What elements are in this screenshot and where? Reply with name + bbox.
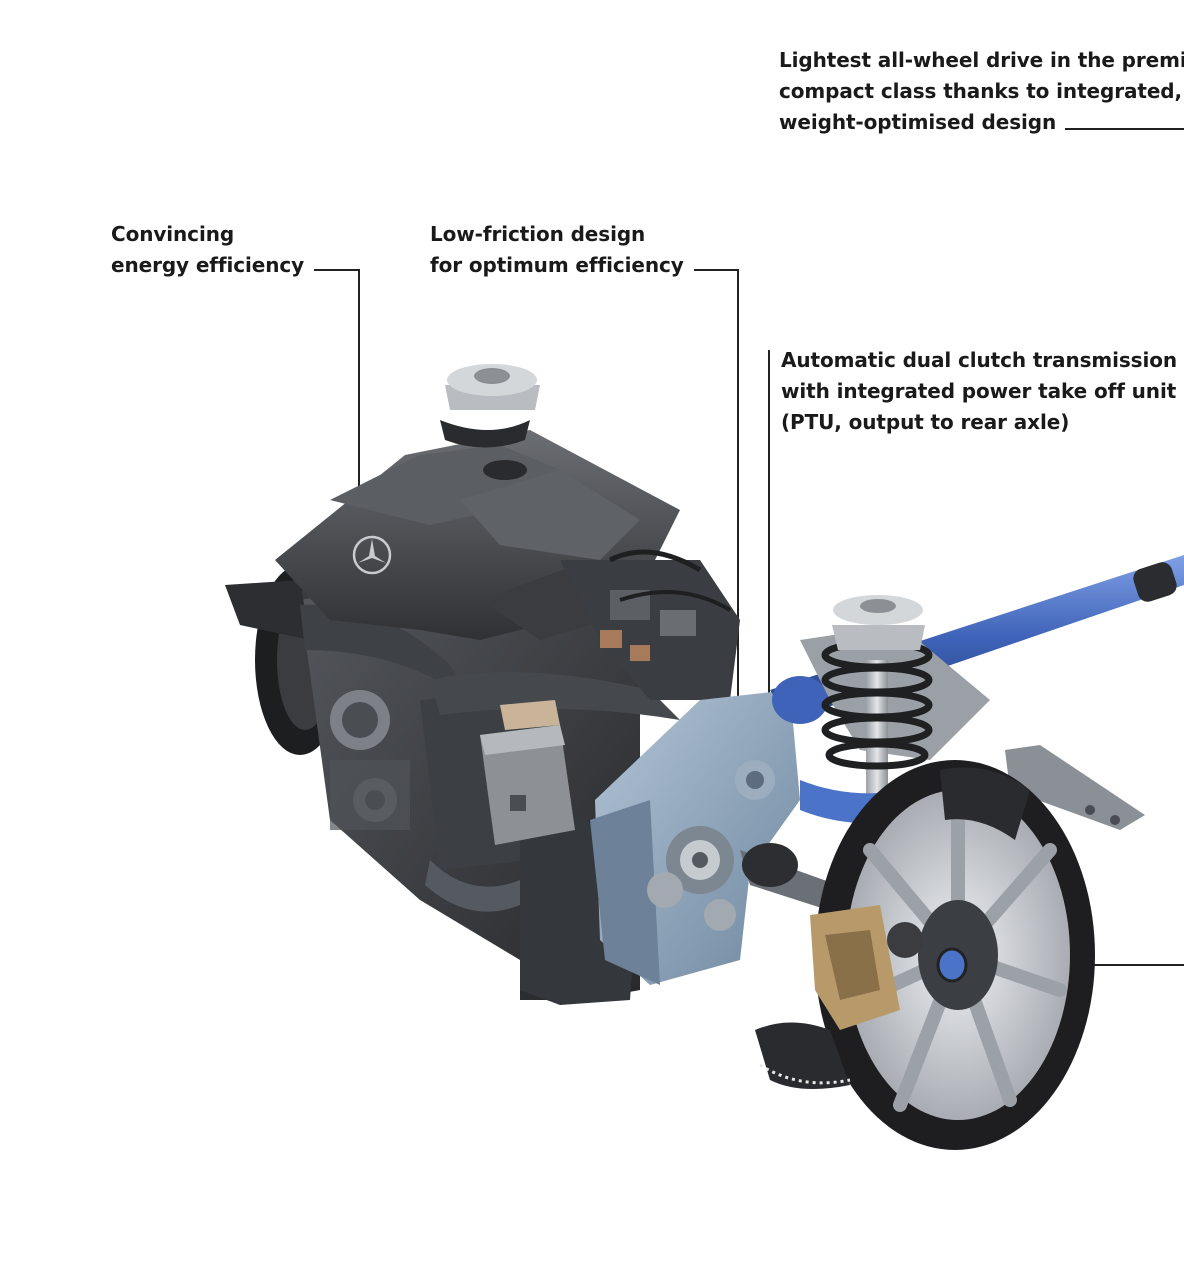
callout-automatic-line-1: Automatic dual clutch transmission: [781, 348, 1178, 372]
brand-emblem-icon: [352, 535, 392, 575]
callout-lightest-line-1: Lightest all-wheel drive in the premiu: [779, 48, 1184, 72]
callout-automatic-line-2: with integrated power take off unit: [781, 379, 1177, 403]
callout-low-friction: Low-friction design for optimum efficien…: [430, 219, 684, 281]
dual-clutch-transmission: [590, 690, 800, 985]
callout-convincing-line-2: energy efficiency: [111, 253, 305, 277]
brake-caliper: [810, 905, 923, 1030]
leader-line-low-friction: [694, 269, 739, 745]
callout-energy-efficiency: Convincing energy efficiency: [111, 219, 304, 281]
callout-dual-clutch-transmission: Automatic dual clutch transmission with …: [781, 345, 1177, 438]
front-strut: [821, 595, 933, 870]
engine-harness: [560, 549, 740, 700]
callout-lightest-line-3: weight-optimised design: [779, 110, 1057, 134]
callout-low-friction-line-2: for optimum efficiency: [430, 253, 684, 277]
engine-control-unit: [480, 700, 575, 845]
callout-automatic-line-3: (PTU, output to rear axle): [781, 410, 1070, 434]
air-intake: [225, 580, 680, 720]
left-strut-mount: [440, 364, 540, 448]
callout-lightest-line-2: compact class thanks to integrated,: [779, 79, 1183, 103]
callout-lightest-awd: Lightest all-wheel drive in the premiu c…: [779, 45, 1184, 138]
callout-convincing-line-1: Convincing: [111, 222, 235, 246]
callout-low-friction-line-1: Low-friction design: [430, 222, 646, 246]
leader-line-convincing: [314, 269, 360, 505]
front-wheel: [755, 760, 1095, 1150]
